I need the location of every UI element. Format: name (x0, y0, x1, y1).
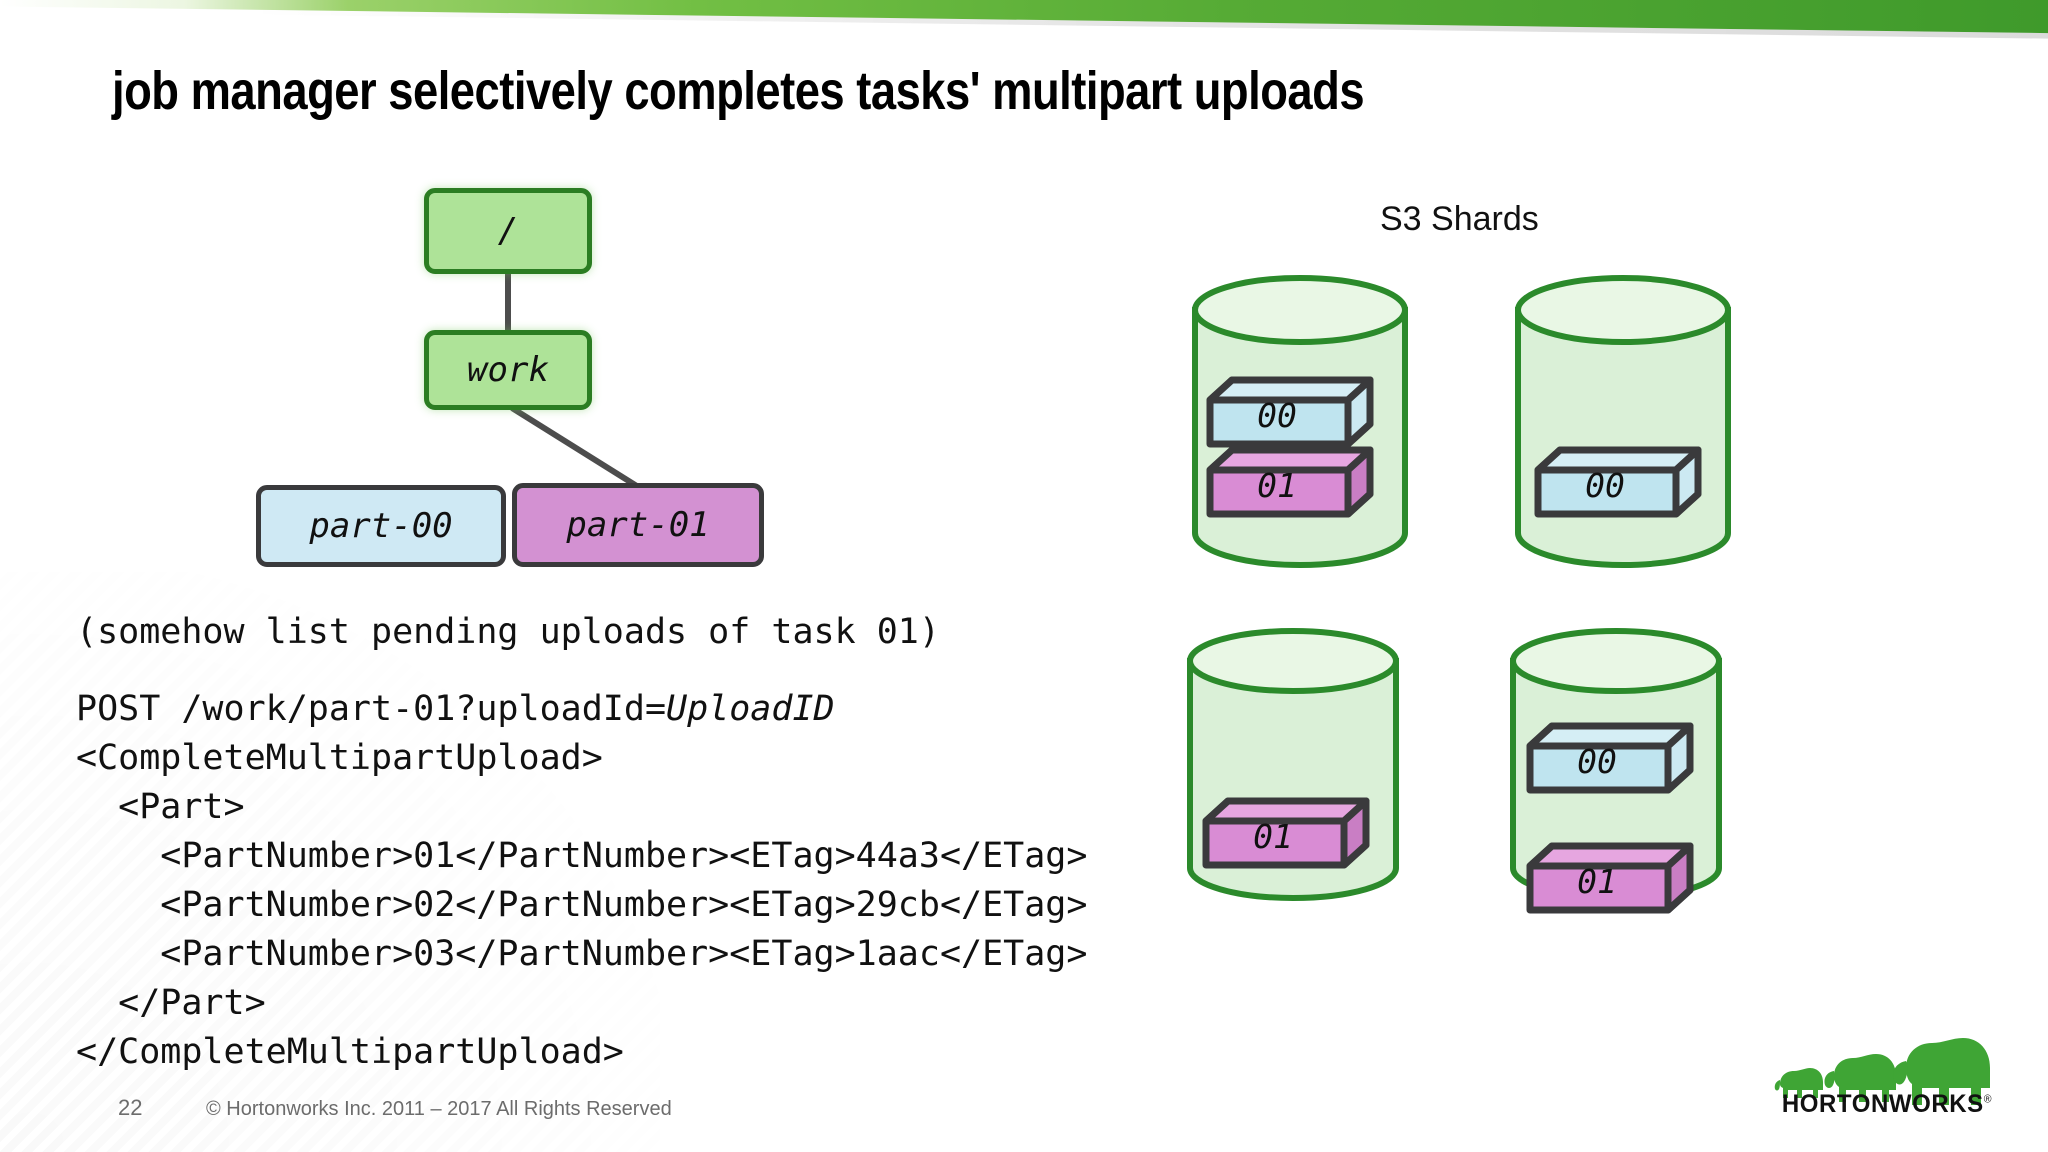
code-blank-line (76, 657, 1156, 685)
code-line-2: <PartNumber>01</PartNumber><ETag>44a3</E… (76, 836, 1088, 876)
top-banner (0, 0, 2048, 46)
shard-3-brick-1-shape (1202, 797, 1370, 869)
registered-mark-icon: ® (1983, 1093, 1993, 1106)
tree-node-root-label: / (497, 211, 519, 251)
s3-shards-label: S3 Shards (1380, 200, 1539, 238)
code-line-0: <CompleteMultipartUpload> (76, 738, 603, 778)
shard-2-brick-1-shape (1534, 446, 1702, 518)
shard-1-brick-1-label: 00 (1257, 395, 1297, 435)
hortonworks-elephants-logo-icon (1774, 1038, 1990, 1105)
tree-node-work[interactable]: work (424, 330, 592, 410)
code-block: (somehow list pending uploads of task 01… (76, 608, 1156, 1077)
tree-node-part-00-label: part-00 (309, 506, 453, 546)
slide-title: job manager selectively completes tasks'… (112, 61, 1365, 121)
hortonworks-wordmark: HORTONWORKS® (1777, 1090, 1998, 1119)
code-request-prefix: POST /work/part-01?uploadId= (76, 689, 667, 729)
tree-node-root[interactable]: / (424, 188, 592, 274)
shard-2-brick-1-label: 00 (1585, 465, 1625, 505)
shard-cylinder-2[interactable] (1513, 275, 1733, 580)
tree-edges (505, 274, 642, 491)
edge-work-to-part01 (510, 405, 642, 491)
shard-1-brick-2-shape (1206, 446, 1374, 518)
code-comment-line: (somehow list pending uploads of task 01… (76, 612, 940, 652)
tree-node-part-01-label: part-01 (566, 505, 710, 545)
shard-cylinder-2-shape (1515, 275, 1731, 568)
code-line-6: </CompleteMultipartUpload> (76, 1032, 624, 1072)
shard-4-brick-2-shape (1526, 842, 1694, 914)
tree-node-part-00[interactable]: part-00 (256, 485, 506, 567)
page-number: 22 (118, 1095, 143, 1120)
code-line-3: <PartNumber>02</PartNumber><ETag>29cb</E… (76, 885, 1088, 925)
shard-3-brick-1-label: 01 (1253, 816, 1293, 856)
tree-node-work-label: work (467, 350, 549, 390)
code-request-variable: UploadID (666, 689, 835, 729)
copyright-notice: © Hortonworks Inc. 2011 – 2017 All Right… (206, 1098, 672, 1120)
shard-1-brick-1-shape (1206, 376, 1374, 448)
hortonworks-wordmark-text: HORTONWORKS (1781, 1090, 1984, 1118)
directory-tree-diagram: / work part-00 part-01 (0, 0, 900, 620)
code-line-4: <PartNumber>03</PartNumber><ETag>1aac</E… (76, 934, 1088, 974)
code-line-5: </Part> (76, 983, 266, 1023)
shard-4-brick-1-label: 00 (1577, 741, 1617, 781)
tree-node-part-01[interactable]: part-01 (512, 483, 764, 567)
shard-4-brick-2-label: 01 (1577, 861, 1617, 901)
code-line-1: <Part> (76, 787, 245, 827)
shard-1-brick-2-label: 01 (1257, 465, 1297, 505)
shard-4-brick-1-shape (1526, 722, 1694, 794)
